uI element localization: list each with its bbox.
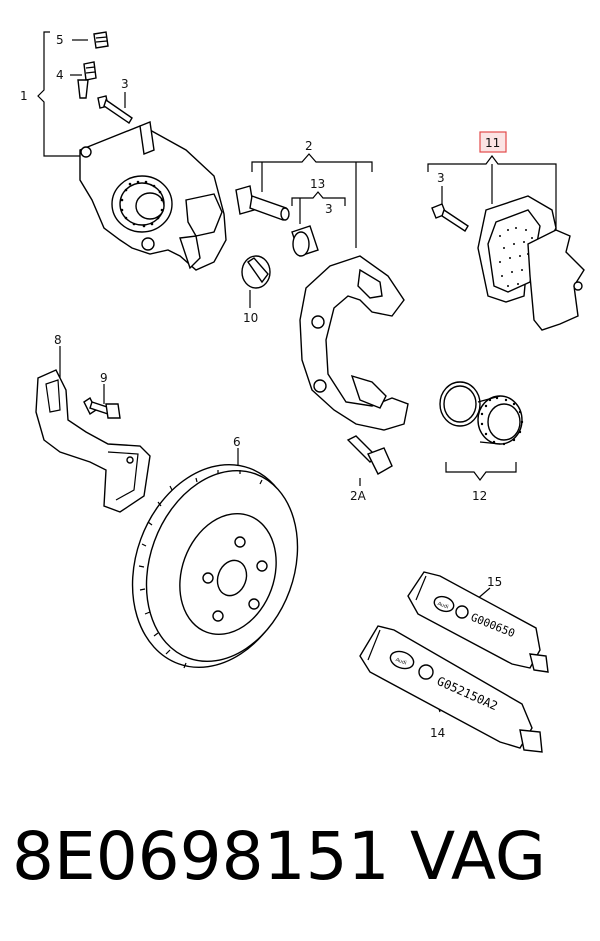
part-number: 8E0698151 [12, 818, 390, 895]
callout-10: 10 [243, 311, 258, 325]
bracket-bolt [83, 396, 121, 419]
callout-5: 5 [56, 33, 64, 47]
callout-6: 6 [233, 435, 241, 449]
guide-bushing [291, 225, 319, 257]
callout-9: 9 [100, 371, 108, 385]
tube-14-brand: Audi [395, 657, 408, 666]
brand-name: VAG [410, 818, 547, 895]
callout-12: 12 [472, 489, 487, 503]
callout-3-guide: 3 [325, 202, 333, 216]
callout-2a: 2A [350, 489, 367, 503]
callout-3-pad-bolt: 3 [437, 171, 445, 185]
brake-caliper [77, 31, 227, 271]
brake-disc [131, 463, 299, 669]
caliper-carrier [299, 255, 409, 431]
callout-2: 2 [305, 139, 313, 153]
splash-shield-bracket [35, 369, 151, 513]
callout-3-caliper-bolt: 3 [121, 77, 129, 91]
brake-pad-set [431, 195, 585, 331]
callout-4: 4 [56, 68, 64, 82]
callout-1: 1 [20, 89, 28, 103]
tube-15-brand: Audi [437, 601, 450, 610]
callout-11: 11 [485, 136, 500, 150]
guide-pin [235, 185, 290, 221]
callout-labels: 1 5 4 3 2 13 3 10 3 8 9 6 2A 12 15 14 11 [20, 33, 507, 740]
callout-14: 14 [430, 726, 445, 740]
grease-tube-upper: Audi G000650 [407, 571, 549, 673]
protective-cap [241, 255, 271, 289]
product-footer: 8E0698151 VAG [12, 818, 600, 928]
callout-15: 15 [487, 575, 502, 589]
caliper-seal-kit [439, 381, 524, 446]
exploded-parts-diagram: Audi G000650 Audi G052150A2 1 5 4 3 2 13… [20, 31, 585, 753]
callout-8: 8 [54, 333, 62, 347]
callout-13: 13 [310, 177, 325, 191]
grease-tube-lower: Audi G052150A2 [359, 625, 543, 753]
carrier-bolt [346, 435, 393, 475]
callout-11-highlight-box [479, 131, 507, 153]
